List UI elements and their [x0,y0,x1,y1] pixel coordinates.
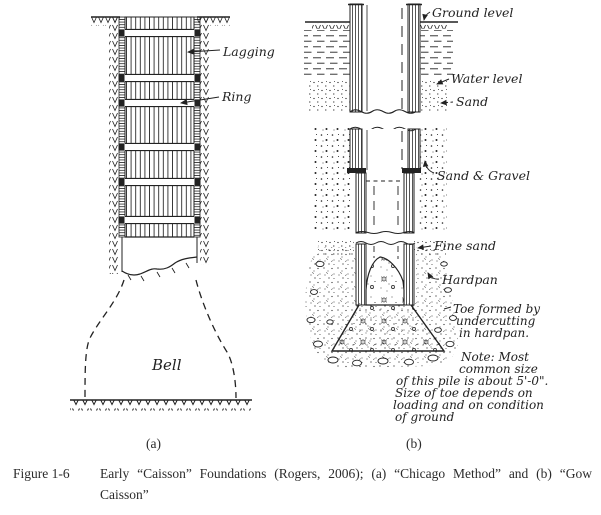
diagram-a-bottom-ground [70,399,252,411]
diagram-b-pebbles [306,260,457,367]
diagram-b-ground-surface [305,21,458,29]
label-lagging: Lagging [222,44,275,59]
label-water-level: Water level [451,71,522,86]
figure-number: Figure 1-6 [13,466,70,481]
label-sand: Sand [456,94,488,109]
toe-note-line1: Toe formed by [453,302,540,316]
diagram-a-soil-hatch [109,17,210,274]
toe-note: Toe formed by undercutting in hardpan. [453,302,540,340]
panel-label-b: (b) [406,436,422,451]
figure-caption-line2: Caisson” [100,487,149,502]
label-hardpan: Hardpan [441,272,498,287]
water-level-leader-arrow [436,78,450,85]
sand-leader-arrow [440,99,454,106]
diagram-b-sand-gravel-stratum [313,128,447,232]
label-bell: Bell [151,356,182,374]
diagram-a-pit [121,237,198,282]
diagram-b: Ground level Water level Sand Sand & Gra… [304,3,548,451]
lagging-leader-arrow [186,48,221,55]
toe-note-line3: in hardpan. [459,326,529,340]
figure-diagrams: Lagging Ring Bell (a) [70,3,548,451]
size-note-line3: of this pile is about 5'-0". [396,374,548,388]
figure-caption-line1: Early “Caisson” Foundations (Rogers, 200… [100,466,592,481]
fine-sand-leader-arrow [417,244,432,250]
label-fine-sand: Fine sand [433,238,496,253]
size-note-line2: common size [459,362,538,376]
size-note-line6: of ground [395,410,455,424]
toe-note-leader [443,306,452,310]
concrete-dome [365,256,405,306]
label-sand-gravel: Sand & Gravel [437,168,530,183]
diagram-b-fine-sand-stratum [318,241,446,257]
diagram-a-lagging-boards [124,16,195,238]
size-note-line4: Size of toe depends on [395,386,533,400]
diagram-a-bell-outline [84,279,237,399]
panel-label-a: (a) [146,436,161,451]
diagram-b-footing-toe [330,304,446,352]
diagram-b-tube-section-2 [347,126,421,235]
figure-caption: Figure 1-6 Early “Caisson” Foundations (… [13,463,593,505]
figure-caption-text: Early “Caisson” Foundations (Rogers, 200… [100,463,592,505]
ring-leader-arrow [179,96,220,106]
diagram-b-tube-section-1 [348,3,422,114]
label-ground-level: Ground level [432,5,513,20]
label-ring: Ring [221,89,251,104]
diagram-a-rings [117,28,202,238]
size-note-line1: Note: Most [460,350,529,364]
ground-level-leader-arrow [422,11,431,21]
size-note: Note: Most common size of this pile is a… [393,350,548,424]
toe-note-line2: undercutting [456,314,536,328]
hardpan-leader-arrow [427,272,440,280]
sand-gravel-leader-arrow [422,160,435,174]
diagram-a: Lagging Ring Bell (a) [70,16,275,451]
diagram-b-sand-stratum [307,79,449,112]
diagram-b-tube-section-3 [355,241,416,306]
diagram-b-lined-soil [304,30,453,78]
size-note-line5: loading and on condition [393,398,544,412]
